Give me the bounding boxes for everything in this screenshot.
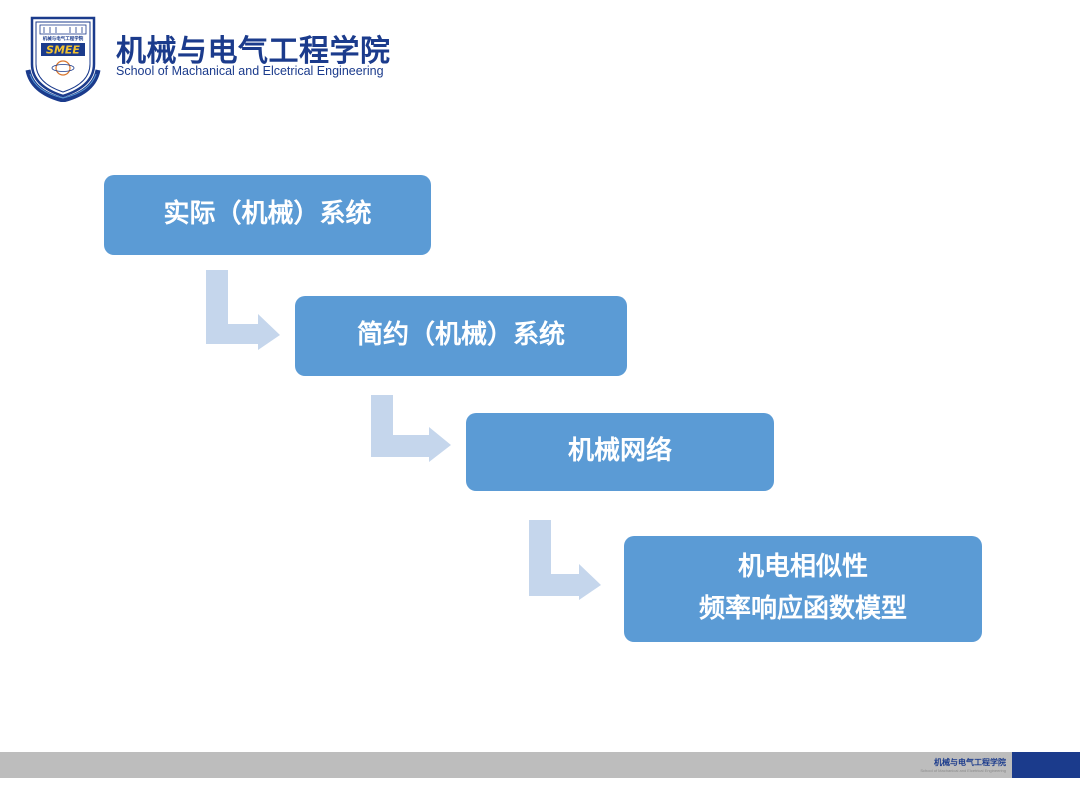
school-name-en: School of Machanical and Elcetrical Engi…: [116, 64, 384, 78]
footer-school-name-en: School of Machanical and Elcetrical Engi…: [920, 768, 1006, 773]
footer-bar: [0, 752, 1080, 778]
header: 机械与电气工程学院 SMEE 机械与电气工程学院 School of Macha…: [24, 12, 444, 104]
footer-label: 机械与电气工程学院 School of Machanical and Elcet…: [880, 752, 1010, 778]
school-emblem-icon: 机械与电气工程学院 SMEE: [25, 16, 101, 102]
bent-arrow-icon: [206, 270, 280, 350]
flow-box-actual-system: 实际（机械）系统: [104, 175, 431, 255]
bent-arrow-icon: [371, 395, 451, 462]
logo-top-text: 机械与电气工程学院: [43, 35, 84, 42]
logo-badge-text: SMEE: [46, 44, 80, 57]
flow-box-label: 实际（机械）系统: [163, 199, 372, 230]
flow-box-electromechanical-analogy: 机电相似性 频率响应函数模型: [624, 536, 982, 642]
footer-school-name-cn: 机械与电气工程学院: [934, 758, 1006, 767]
flow-box-label-line1: 机电相似性: [737, 552, 868, 583]
bent-arrow-icon: [529, 520, 601, 600]
flow-box-label: 简约（机械）系统: [356, 320, 565, 351]
flow-box-label-line2: 频率响应函数模型: [698, 594, 907, 624]
flow-box-mechanical-network: 机械网络: [466, 413, 774, 491]
flow-box-label: 机械网络: [567, 436, 672, 467]
school-name-cn: 机械与电气工程学院: [116, 34, 391, 69]
footer-accent-block: [1012, 752, 1080, 778]
flow-box-simplified-system: 简约（机械）系统: [295, 296, 627, 376]
